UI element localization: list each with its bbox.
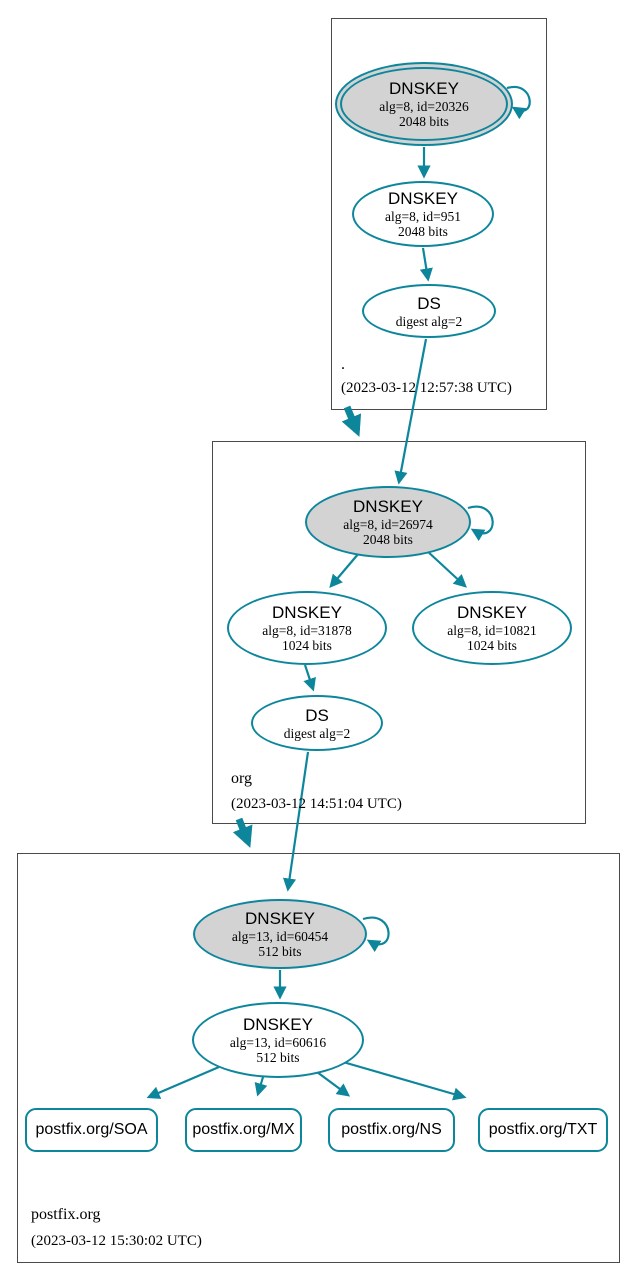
rrset-postfix-org-ns: postfix.org/NS <box>328 1108 455 1152</box>
node-alg: alg=8, id=31878 <box>262 623 352 638</box>
node-alg: digest alg=2 <box>283 725 351 741</box>
node-alg: alg=8, id=951 <box>385 209 461 224</box>
node-title: DNSKEY <box>353 497 423 516</box>
node-bits: 2048 bits <box>398 224 448 239</box>
zone-box-root <box>331 18 547 410</box>
node-title: DNSKEY <box>245 909 315 928</box>
dnskey-node-org-ksk: DNSKEY alg=8, id=26974 2048 bits <box>305 486 471 558</box>
zone-label-postfix-org: postfix.org <box>31 1206 101 1223</box>
node-alg: alg=8, id=20326 <box>379 99 469 114</box>
node-bits: 2048 bits <box>363 532 413 547</box>
ds-node-root: DS digest alg=2 <box>362 284 496 338</box>
rrset-postfix-org-soa: postfix.org/SOA <box>25 1108 158 1152</box>
node-title: DNSKEY <box>272 603 342 622</box>
node-title: DNSKEY <box>389 79 459 98</box>
dnskey-node-org-zsk2: DNSKEY alg=8, id=10821 1024 bits <box>412 591 572 665</box>
node-bits: 1024 bits <box>282 638 332 653</box>
node-title: DS <box>305 705 329 725</box>
node-alg: alg=13, id=60616 <box>229 1035 327 1050</box>
zone-label-org: org <box>231 770 253 787</box>
dnskey-node-root-ksk: DNSKEY alg=8, id=20326 2048 bits <box>335 62 513 146</box>
dnskey-node-postfix-zsk: DNSKEY alg=13, id=60616 512 bits <box>192 1002 364 1078</box>
node-title: DNSKEY <box>243 1015 313 1034</box>
dnskey-node-root-zsk: DNSKEY alg=8, id=951 2048 bits <box>352 181 494 247</box>
zone-label-root: . <box>341 356 345 373</box>
node-alg: alg=8, id=10821 <box>447 623 537 638</box>
node-alg: digest alg=2 <box>395 313 463 329</box>
node-title: DS <box>417 293 441 313</box>
node-bits: 2048 bits <box>399 114 449 129</box>
node-alg: alg=13, id=60454 <box>231 929 329 944</box>
node-title: DNSKEY <box>388 189 458 208</box>
zone-timestamp-org: (2023-03-12 14:51:04 UTC) <box>231 796 402 812</box>
node-bits: 512 bits <box>258 944 302 959</box>
edge-delegation-root-to-org <box>341 405 362 437</box>
node-bits: 512 bits <box>256 1050 300 1065</box>
node-alg: alg=8, id=26974 <box>343 517 433 532</box>
zone-box-postfix-org <box>17 853 620 1263</box>
rrset-postfix-org-txt: postfix.org/TXT <box>478 1108 608 1152</box>
node-title: DNSKEY <box>457 603 527 622</box>
ds-node-org: DS digest alg=2 <box>251 695 383 751</box>
dnskey-node-org-zsk1: DNSKEY alg=8, id=31878 1024 bits <box>227 591 387 665</box>
zone-timestamp-postfix-org: (2023-03-12 15:30:02 UTC) <box>31 1233 202 1249</box>
dnskey-node-postfix-ksk: DNSKEY alg=13, id=60454 512 bits <box>193 899 367 969</box>
zone-timestamp-root: (2023-03-12 12:57:38 UTC) <box>341 380 512 396</box>
node-bits: 1024 bits <box>467 638 517 653</box>
rrset-postfix-org-mx: postfix.org/MX <box>185 1108 302 1152</box>
